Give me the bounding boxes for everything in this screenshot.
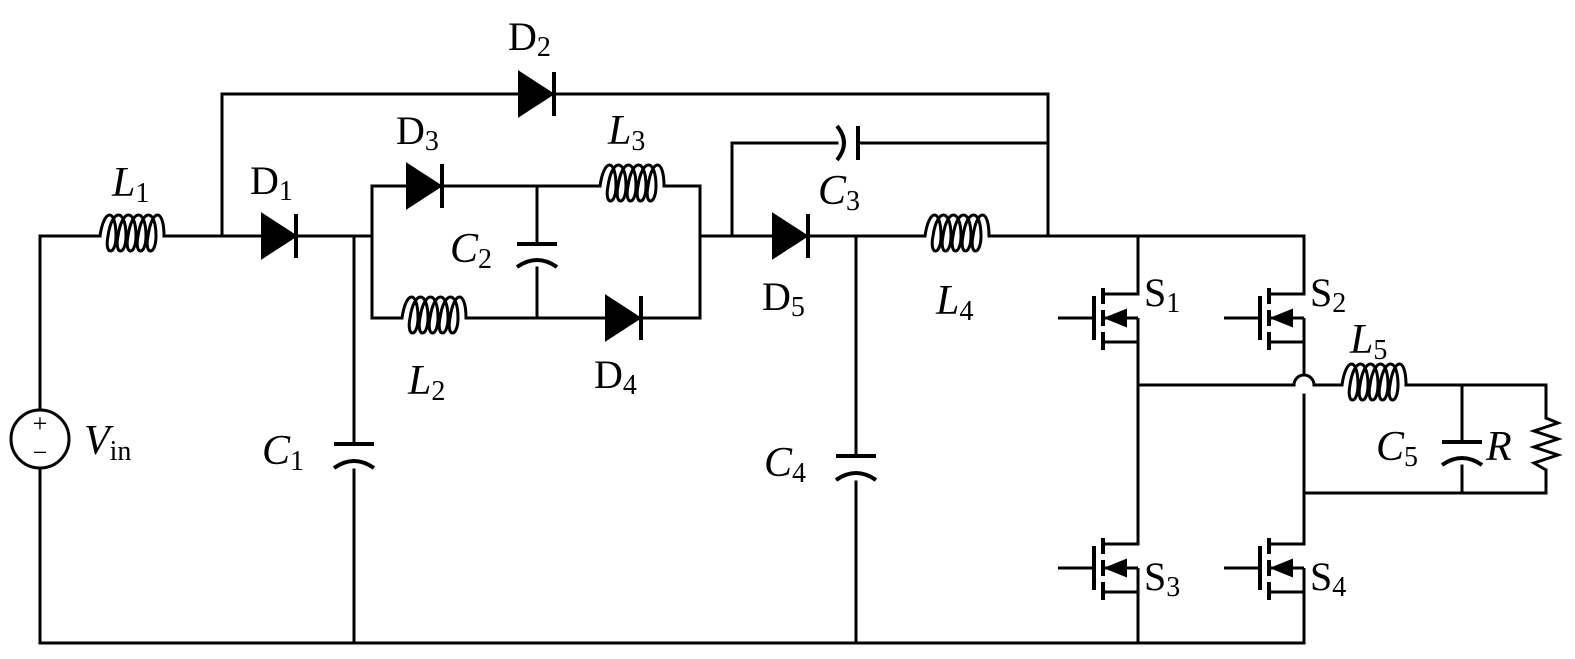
- label-d4: D4: [594, 352, 637, 401]
- label-s1: S1: [1144, 270, 1180, 319]
- label-c2: C2: [450, 226, 492, 275]
- label-l2: L2: [407, 358, 445, 407]
- inductor-l2: [400, 295, 480, 335]
- capacitor-c1: [332, 442, 376, 470]
- capacitor-c5: [1440, 440, 1484, 467]
- capacitor-c2: [515, 242, 559, 269]
- label-r: R: [1485, 424, 1512, 470]
- inductor-l4: [923, 213, 1003, 253]
- label-s2: S2: [1310, 270, 1346, 319]
- diode-d4: [605, 294, 643, 342]
- label-c3: C3: [818, 168, 860, 217]
- label-s3: S3: [1144, 554, 1180, 603]
- inductor-l5: [1340, 362, 1421, 402]
- wires: [38, 92, 1548, 645]
- voltage-source-vin: + −: [9, 408, 71, 470]
- label-d5: D5: [762, 274, 805, 323]
- resistor-r: [1529, 416, 1563, 472]
- capacitor-c4: [834, 454, 878, 482]
- label-d1: D1: [250, 158, 293, 207]
- diode-d5: [772, 212, 810, 260]
- label-l4: L4: [935, 278, 973, 327]
- label-d3: D3: [396, 108, 439, 157]
- label-l1: L1: [111, 160, 149, 209]
- label-c4: C4: [764, 440, 806, 489]
- label-vin: Vin: [84, 418, 131, 467]
- label-l3: L3: [607, 108, 645, 157]
- mosfet-s1: [1058, 236, 1140, 350]
- diode-d2: [518, 70, 556, 118]
- mosfet-s4: [1224, 531, 1306, 600]
- mosfet-s2: [1224, 236, 1306, 350]
- label-d2: D2: [508, 14, 551, 63]
- source-minus-sign: −: [33, 438, 48, 467]
- label-c1: C1: [262, 428, 304, 477]
- diode-d1: [261, 212, 298, 260]
- inductor-l3: [598, 163, 680, 203]
- source-plus-sign: +: [33, 409, 48, 438]
- label-l5: L5: [1349, 317, 1387, 366]
- label-c5: C5: [1376, 424, 1418, 473]
- capacitor-c3: [835, 124, 860, 162]
- mosfet-s3: [1058, 531, 1140, 600]
- diode-d3: [406, 162, 444, 210]
- label-s4: S4: [1310, 554, 1346, 603]
- inductor-l1: [98, 213, 176, 253]
